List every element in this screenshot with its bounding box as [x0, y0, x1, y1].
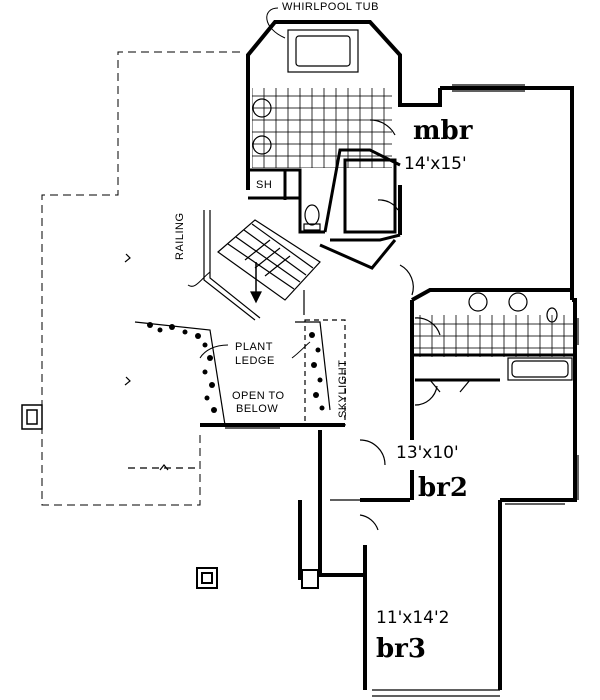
master-bedroom-name: mbr	[413, 116, 473, 146]
plant-ledge-label-line2: LEDGE	[235, 355, 275, 367]
railing-label: RAILING	[174, 212, 186, 260]
bath2-tile-floor	[412, 315, 574, 357]
master-bedroom-size: 14'x15'	[404, 154, 467, 174]
break-marks	[124, 253, 169, 471]
lower-floor-outline	[41, 51, 240, 506]
open-to-below-label-line1: OPEN TO	[232, 390, 285, 402]
whirlpool-tub-label: WHIRLPOOL TUB	[282, 1, 379, 13]
bedroom2-size: 13'x10'	[396, 443, 459, 463]
bedroom3-size: 11'x14'2	[376, 608, 450, 628]
label-leaders	[187, 7, 311, 359]
plant-ledge-foliage	[147, 322, 325, 413]
plant-ledge-label-line1: PLANT	[235, 341, 273, 353]
detail-lines	[128, 29, 579, 697]
shower-label: SH	[256, 179, 273, 191]
skylight-label: SKYLIGHT	[337, 359, 349, 418]
bedroom2-name: br2	[418, 473, 468, 503]
interior-walls	[248, 148, 575, 382]
master-bath-tile-floor	[252, 88, 392, 168]
exterior-walls	[200, 20, 577, 690]
open-to-below-label-line2: BELOW	[236, 403, 279, 415]
chimney	[21, 404, 43, 430]
bedroom3-name: br3	[376, 634, 426, 664]
staircase	[217, 219, 321, 304]
